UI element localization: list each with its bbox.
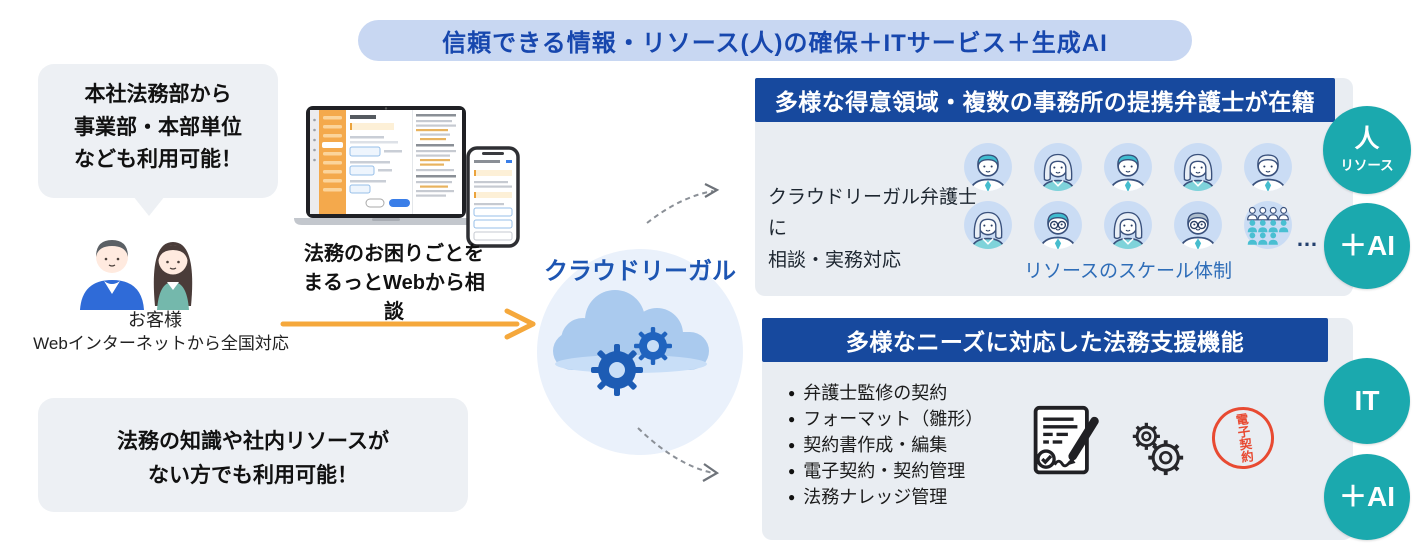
top-banner: 信頼できる情報・リソース(人)の確保＋ITサービス＋生成AI bbox=[358, 20, 1192, 61]
consult-line: 法務のお困りごとを bbox=[304, 243, 484, 265]
customers-label: お客様 bbox=[128, 310, 182, 330]
lawyer-avatar bbox=[1103, 142, 1153, 192]
lawyer-avatar bbox=[1173, 142, 1223, 192]
lawyer-avatar bbox=[1103, 200, 1153, 250]
functions-panel-header-text: 多様なニーズに対応した法務支援機能 bbox=[845, 329, 1245, 355]
more-lawyers-indicator: … bbox=[1296, 226, 1318, 251]
bubble-bottom-line: ない方でも利用可能！ bbox=[148, 463, 358, 487]
badge-main-text: ＋AI bbox=[1338, 481, 1395, 513]
crowd-icon bbox=[1243, 200, 1293, 250]
banner-text: 信頼できる情報・リソース(人)の確保＋ITサービス＋生成AI bbox=[442, 30, 1108, 57]
bubble-bottom-line: 法務の知識や社内リソースが bbox=[117, 430, 389, 453]
speech-bubble-tail bbox=[133, 196, 165, 216]
badge-main-text: 人 bbox=[1354, 124, 1380, 153]
laptop-smartphone-icon bbox=[294, 106, 520, 248]
cloud-gears-icon bbox=[553, 290, 709, 396]
lawyer-avatar bbox=[1033, 142, 1083, 192]
function-item: 電子契約・契約管理 bbox=[788, 458, 983, 484]
lawyer-avatar-row bbox=[963, 200, 1293, 250]
contract-pen-icon bbox=[1033, 405, 1099, 475]
function-item: 弁護士監修の契約 bbox=[788, 380, 983, 406]
speech-bubble-bottom: 法務の知識や社内リソースが ない方でも利用可能！ bbox=[38, 398, 468, 512]
lawyer-avatar bbox=[963, 142, 1013, 192]
bubble-top-line: 事業部・本部単位 bbox=[74, 115, 242, 139]
functions-list: 弁護士監修の契約 フォーマット（雛形） 契約書作成・編集 電子契約・契約管理 法… bbox=[788, 380, 983, 510]
dashed-arrow-top bbox=[646, 183, 720, 224]
speech-bubble-top: 本社法務部から 事業部・本部単位 なども利用可能！ bbox=[38, 64, 278, 198]
flow-arrow bbox=[280, 308, 536, 340]
lawyer-avatar bbox=[963, 200, 1013, 250]
function-item: 法務ナレッジ管理 bbox=[788, 484, 983, 510]
lawyers-description-line: 相談・実務対応 bbox=[768, 249, 902, 271]
lawyer-avatar-row bbox=[963, 142, 1293, 192]
badge-human-resource: 人 リソース bbox=[1323, 106, 1411, 194]
lawyer-avatar bbox=[1173, 200, 1223, 250]
gears-icon bbox=[1132, 422, 1184, 476]
badge-main-text: IT bbox=[1354, 385, 1380, 417]
badge-plus-ai-bottom: ＋AI bbox=[1324, 454, 1410, 540]
lawyers-panel-header-text: 多様な得意領域・複数の事務所の提携弁護士が在籍 bbox=[774, 89, 1316, 115]
service-name: クラウドリーガル bbox=[544, 258, 736, 285]
lawyer-avatar bbox=[1033, 200, 1083, 250]
scale-caption: リソースのスケール体制 bbox=[1023, 261, 1233, 282]
consult-line: まるっとWebから相談 bbox=[303, 272, 485, 323]
lawyers-description: クラウドリーガル弁護士に 相談・実務対応 bbox=[768, 182, 983, 276]
stamp-text: 電子契約 bbox=[1232, 412, 1254, 464]
badge-it: IT bbox=[1324, 358, 1410, 444]
bubble-top-line: 本社法務部から bbox=[84, 83, 232, 106]
function-item: フォーマット（雛形） bbox=[788, 406, 983, 432]
badge-plus-ai-top: ＋AI bbox=[1324, 203, 1410, 289]
function-item: 契約書作成・編集 bbox=[788, 432, 983, 458]
dashed-arrow-bottom bbox=[637, 427, 720, 482]
two-customers-icon bbox=[80, 240, 193, 310]
consult-caption: 法務のお困りごとを まるっとWebから相談 bbox=[294, 240, 494, 327]
lawyers-panel-header: 多様な得意領域・複数の事務所の提携弁護士が在籍 bbox=[755, 78, 1335, 122]
lawyers-description-line: クラウドリーガル弁護士に bbox=[768, 187, 978, 240]
small-gear-icon bbox=[634, 327, 672, 365]
functions-panel-header: 多様なニーズに対応した法務支援機能 bbox=[762, 318, 1328, 362]
lawyer-avatar bbox=[1243, 142, 1293, 192]
bubble-top-line: なども利用可能！ bbox=[74, 148, 242, 172]
badge-sub-text: リソース bbox=[1340, 158, 1394, 174]
badge-main-text: ＋AI bbox=[1338, 230, 1395, 262]
customers-sublabel: Webインターネットから全国対応 bbox=[33, 334, 289, 353]
big-gear-icon bbox=[591, 344, 643, 396]
